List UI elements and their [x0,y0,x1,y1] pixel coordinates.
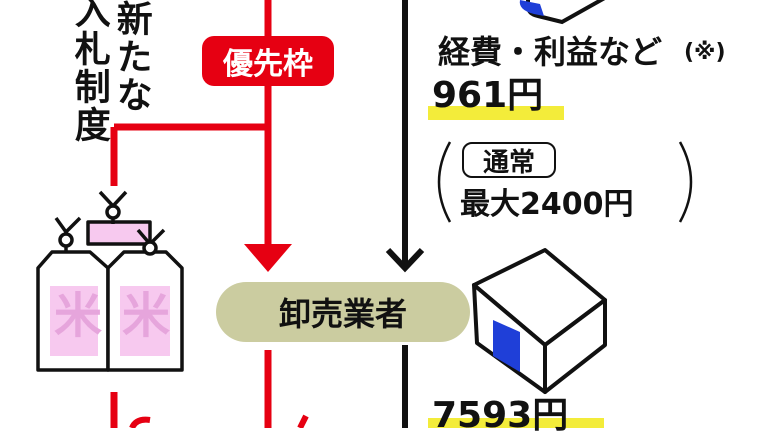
red-arrow-down-icon [244,244,292,272]
house-icon [472,248,607,394]
expenses-label: 経費・利益など [438,33,663,71]
priority-label: 優先枠 [223,47,313,82]
paren-left [437,141,452,223]
vertical-text-right: 新たな [110,0,152,114]
note-mark: (※) [684,40,726,65]
normal-badge-label: 通常 [482,147,535,178]
vertical-text-left: 入札制度 [68,0,110,144]
price-bottom-highlight [428,418,604,428]
max-price: 最大2400円 [460,187,634,222]
paren-right [678,141,693,223]
priority-badge: 優先枠 [202,36,334,86]
black-arrow-down-icon [385,247,425,273]
price-top-highlight [428,106,564,120]
red-partial-mark [129,416,151,428]
rice-bag-icon [36,190,184,372]
wholesaler-pill: 卸売業者 [216,282,470,342]
wholesaler-label: 卸売業者 [278,295,407,333]
red-partial-mark-2 [297,414,309,428]
rice-mark-left: 米 [54,288,103,344]
rice-mark-right: 米 [122,288,171,344]
normal-badge: 通常 [462,142,556,178]
price-top: 961円 [432,75,544,116]
price-bottom: 7593円 [432,395,569,436]
house-icon-top [519,0,606,25]
